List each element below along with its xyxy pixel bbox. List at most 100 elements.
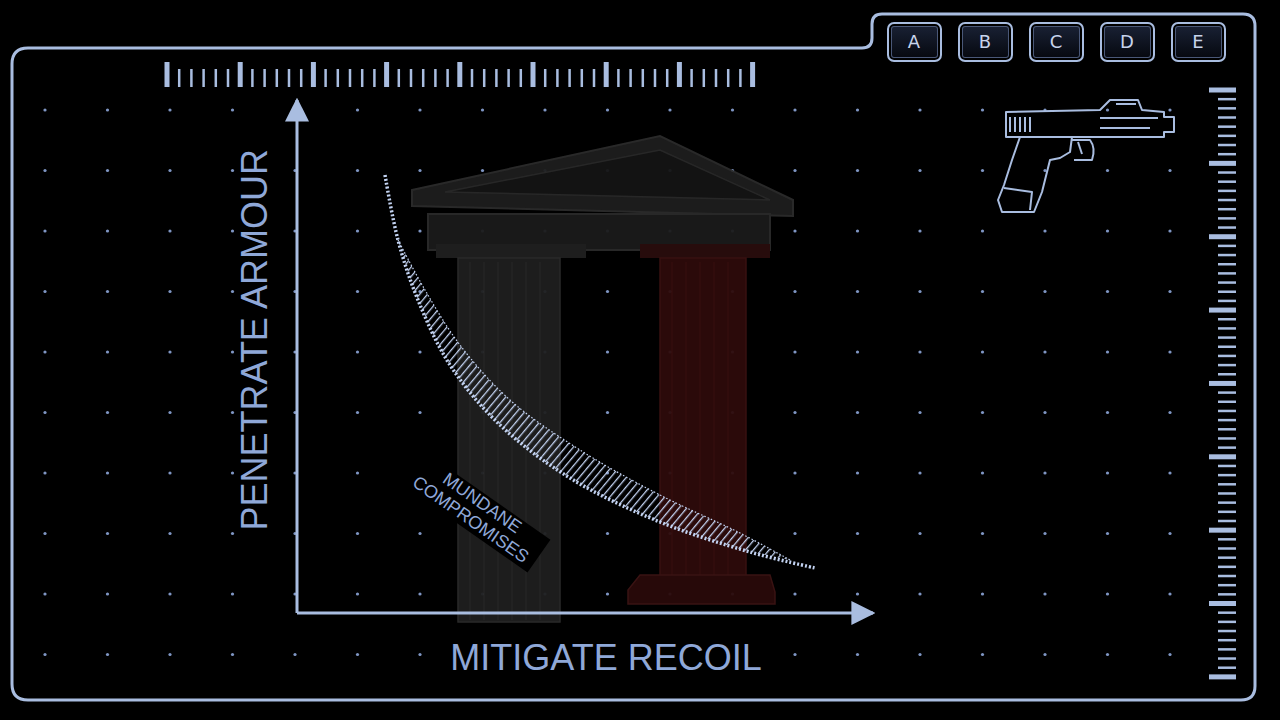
ruler-tick xyxy=(1209,161,1236,166)
ruler-tick xyxy=(190,69,193,87)
button-letter: A xyxy=(908,33,920,51)
grid-dot xyxy=(981,532,984,535)
axis-label: PENETRATE ARMOUR xyxy=(235,147,275,532)
grid-dot xyxy=(356,229,359,232)
ruler-tick xyxy=(1218,621,1236,624)
grid-dot xyxy=(856,471,859,474)
ruler-tick xyxy=(263,69,266,87)
ruler-tick xyxy=(227,69,230,87)
grid-dot xyxy=(856,108,859,111)
ruler-tick xyxy=(642,69,645,87)
curve-label: MUNDANE COMPROMISES xyxy=(402,452,551,573)
grid-dot xyxy=(793,108,796,111)
grid-dot xyxy=(793,229,796,232)
grid-dot xyxy=(356,411,359,414)
grid-dot xyxy=(1043,471,1046,474)
ruler-tick xyxy=(1218,410,1236,413)
grid-dot xyxy=(1168,290,1171,293)
grid-dot xyxy=(1168,169,1171,172)
ruler-tick xyxy=(349,69,352,87)
ruler-tick xyxy=(1209,601,1236,606)
dot-grid xyxy=(43,108,1171,656)
ruler-tick xyxy=(1218,355,1236,358)
grid-dot xyxy=(1043,290,1046,293)
grid-dot xyxy=(856,169,859,172)
ruler-tick xyxy=(238,62,243,87)
grid-dot xyxy=(606,532,609,535)
ruler-tick xyxy=(727,69,730,87)
grid-dot xyxy=(43,592,46,595)
grid-dot xyxy=(168,471,171,474)
grid-dot xyxy=(856,532,859,535)
grid-dot xyxy=(43,350,46,353)
grid-dot xyxy=(856,229,859,232)
ruler-tick xyxy=(604,62,609,87)
ruler-tick xyxy=(471,69,474,87)
ruler-tick xyxy=(202,69,205,87)
grid-dot xyxy=(918,471,921,474)
ruler-tick xyxy=(1218,318,1236,321)
grid-dot xyxy=(231,471,234,474)
grid-dot xyxy=(918,169,921,172)
grid-dot xyxy=(418,592,421,595)
grid-dot xyxy=(981,653,984,656)
grid-dot xyxy=(1043,592,1046,595)
ruler-tick xyxy=(1218,217,1236,220)
grid-dot xyxy=(981,169,984,172)
grid-dot xyxy=(1168,108,1171,111)
ruler-tick xyxy=(1218,657,1236,660)
ruler-tick xyxy=(593,69,596,87)
grid-dot xyxy=(1043,229,1046,232)
ruler-tick xyxy=(361,69,364,87)
ruler-tick xyxy=(677,62,682,87)
ruler-tick xyxy=(1218,419,1236,422)
grid-dot xyxy=(918,532,921,535)
grid-dot xyxy=(918,350,921,353)
tab-button: E xyxy=(1171,22,1226,62)
ruler-tick xyxy=(384,62,389,87)
grid-dot xyxy=(981,229,984,232)
grid-dot xyxy=(418,108,421,111)
grid-dot xyxy=(668,108,671,111)
grid-dot xyxy=(418,229,421,232)
grid-dot xyxy=(1043,653,1046,656)
grid-dot xyxy=(918,411,921,414)
ruler-tick xyxy=(617,69,620,87)
grid-dot xyxy=(731,108,734,111)
grid-dot xyxy=(356,532,359,535)
grid-dot xyxy=(1106,653,1109,656)
grid-dot xyxy=(43,290,46,293)
ruler-tick xyxy=(1218,254,1236,257)
ruler-tick xyxy=(1218,125,1236,128)
button-letter: E xyxy=(1192,33,1203,51)
ruler-tick xyxy=(215,69,218,87)
grid-dot xyxy=(106,229,109,232)
grid-dot xyxy=(856,411,859,414)
ruler-tick xyxy=(581,69,584,87)
grid-dot xyxy=(106,169,109,172)
grid-dot xyxy=(106,532,109,535)
grid-dot xyxy=(793,169,796,172)
grid-dot xyxy=(231,532,234,535)
ruler-tick xyxy=(1218,245,1236,248)
grid-dot xyxy=(418,169,421,172)
ruler-tick xyxy=(1209,454,1236,459)
grid-dot xyxy=(106,350,109,353)
ruler-tick xyxy=(1218,465,1236,468)
ruler-tick xyxy=(1218,281,1236,284)
grid-dot xyxy=(1106,471,1109,474)
grid-dot xyxy=(1106,108,1109,111)
ruler-tick xyxy=(1218,584,1236,587)
ruler-tick xyxy=(1218,437,1236,440)
ruler-tick xyxy=(1218,630,1236,633)
grid-dot xyxy=(793,290,796,293)
grid-dot xyxy=(793,471,796,474)
grid-dot xyxy=(231,592,234,595)
ruler-tick xyxy=(1218,300,1236,303)
top-ruler xyxy=(167,62,753,87)
grid-dot xyxy=(1106,350,1109,353)
grid-dot xyxy=(43,411,46,414)
ruler-tick xyxy=(1218,107,1236,110)
ruler-tick xyxy=(1218,666,1236,669)
grid-dot xyxy=(168,653,171,656)
